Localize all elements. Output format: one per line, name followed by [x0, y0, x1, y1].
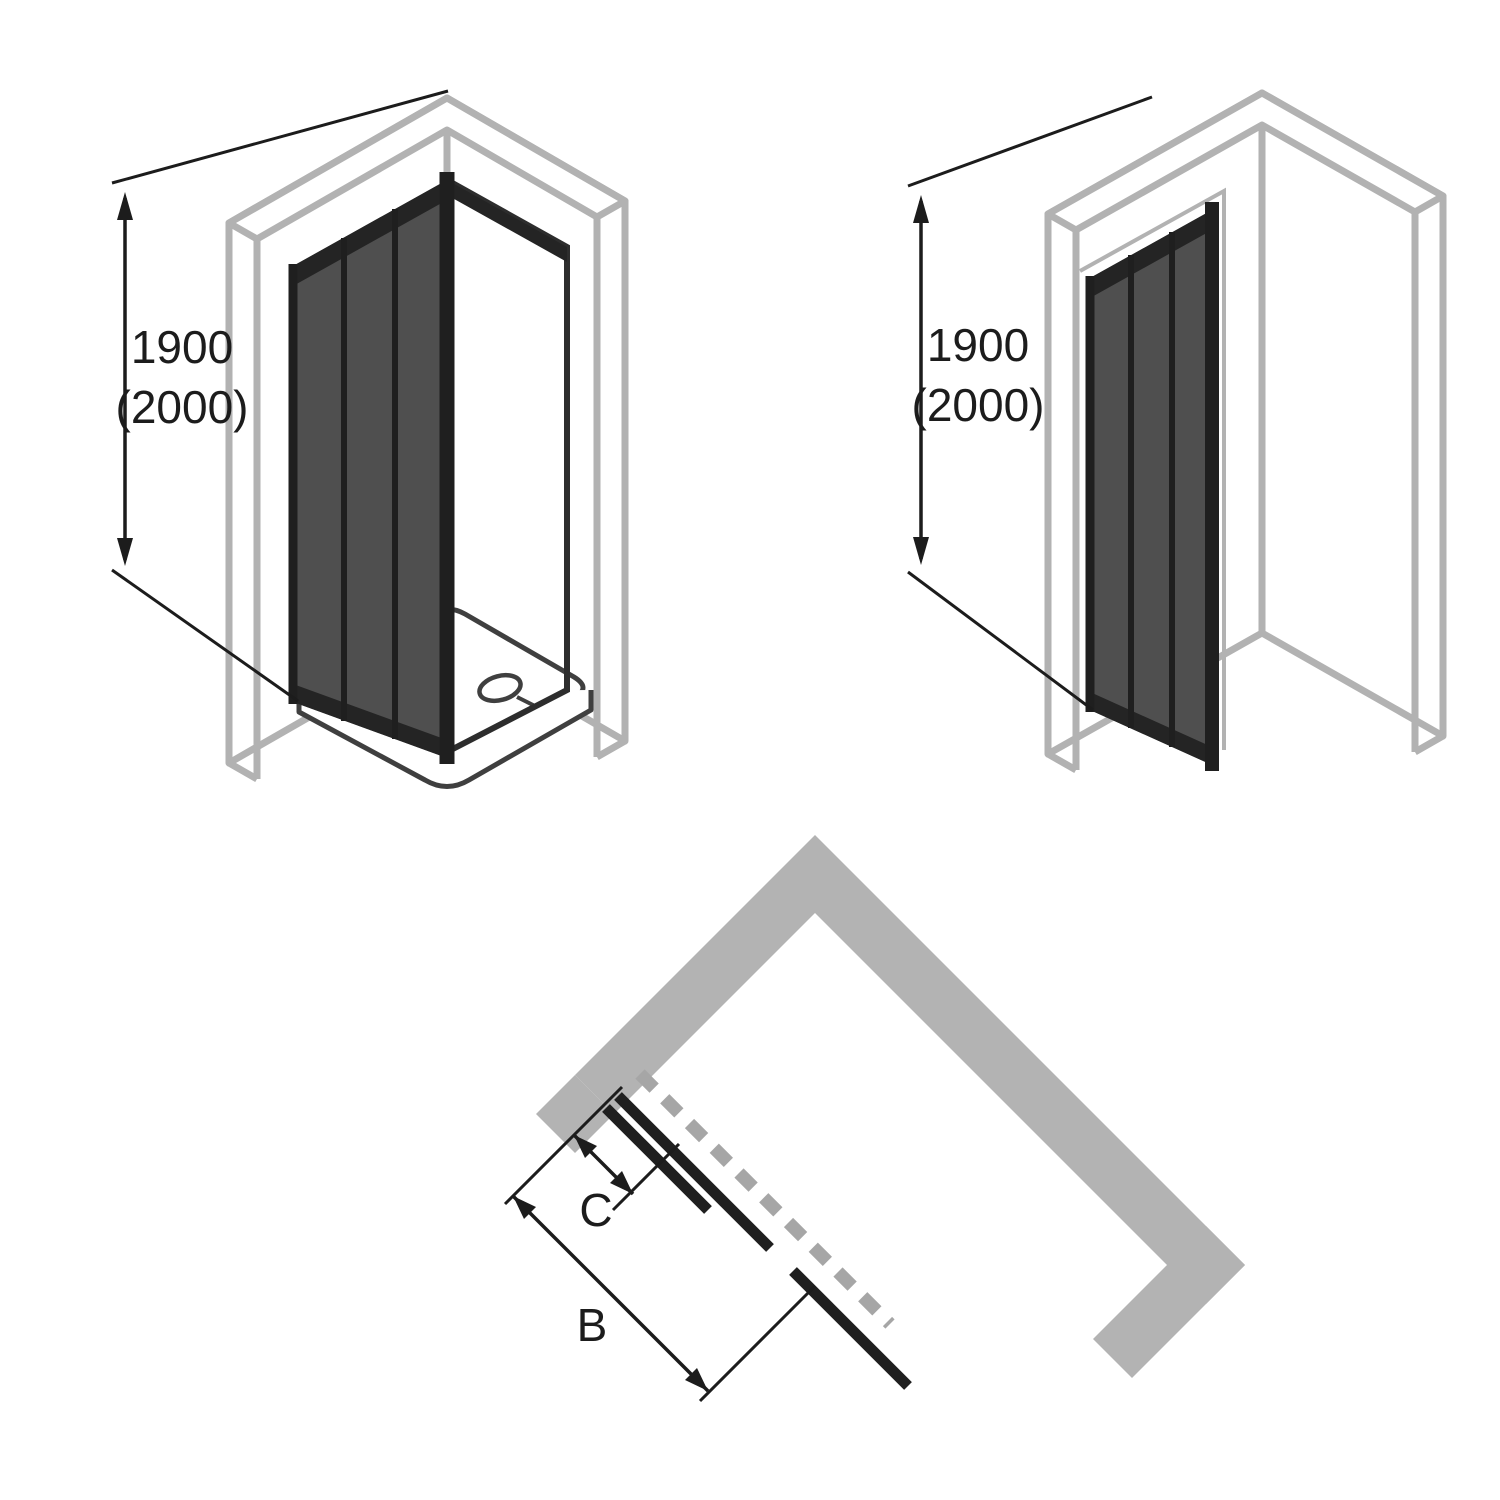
- extension-line-bottom: [907, 570, 1094, 712]
- dimension-arrow-down: [117, 538, 133, 566]
- total-width-label: B: [577, 1299, 608, 1351]
- side-panel-top-rail: [447, 180, 567, 262]
- niche-opening-edge: [1079, 187, 1226, 750]
- door-top-rail: [1090, 210, 1212, 298]
- extension-line-b: [698, 1284, 817, 1403]
- door-panel-line-2: [789, 1267, 912, 1390]
- corner-shower-figure: 1900 (2000): [111, 89, 629, 789]
- height-value-label: 1900: [927, 319, 1029, 371]
- dimension-arrow-b-end: [685, 1368, 708, 1391]
- dimension-line-b: [511, 1194, 710, 1393]
- extension-line-top: [907, 95, 1153, 188]
- alt-height-value-label: (2000): [116, 381, 249, 433]
- dimension-arrow-c-end: [610, 1171, 633, 1194]
- wall-right-foot-cap: [595, 737, 627, 761]
- extension-line-bottom: [111, 568, 299, 703]
- sliding-door-face: [1090, 210, 1212, 765]
- sliding-door-assembly: [1085, 202, 1219, 771]
- wall-left-foot-cap: [1046, 750, 1078, 774]
- sliding-door-face: [293, 180, 447, 758]
- door-bottom-rail: [1090, 692, 1212, 765]
- drain: [477, 672, 523, 704]
- door-top-rail: [293, 180, 447, 286]
- extension-line-top: [111, 89, 449, 185]
- plan-wall-return: [1093, 1226, 1245, 1378]
- width-dimension-b: B: [511, 1194, 817, 1403]
- extension-line-c: [611, 1142, 681, 1212]
- door-bottom-rail: [293, 684, 447, 758]
- plan-wall-end-stub: [536, 1075, 614, 1153]
- width-dimension-c: C: [503, 1085, 681, 1236]
- plan-walls: [536, 835, 1245, 1378]
- plan-view-figure: C B: [503, 835, 1245, 1403]
- door-track-dashed-line: [635, 1069, 895, 1329]
- wall-left-foot-cap: [227, 759, 259, 783]
- wall-right-foot-cap: [1413, 732, 1445, 756]
- drain-mark: [516, 695, 536, 708]
- dimension-arrow-up: [117, 192, 133, 220]
- dimension-arrow-up: [913, 195, 929, 223]
- door-panel-line-1: [614, 1092, 774, 1252]
- door-panel-line-stacked: [602, 1104, 712, 1214]
- niche-shower-figure: 1900 (2000): [907, 89, 1447, 774]
- dimension-arrow-c-start: [574, 1135, 597, 1158]
- extension-line-left-long: [503, 1085, 624, 1206]
- sliding-door-assembly: [288, 172, 570, 764]
- height-dimension-left: 1900 (2000): [111, 89, 449, 703]
- dimension-arrow-down: [913, 537, 929, 565]
- plan-door: [602, 1069, 912, 1390]
- height-value-label: 1900: [131, 321, 233, 373]
- segment-width-label: C: [579, 1184, 612, 1236]
- height-dimension-right: 1900 (2000): [907, 95, 1153, 712]
- dimension-arrow-b-start: [513, 1196, 536, 1219]
- alt-height-value-label: (2000): [912, 379, 1045, 431]
- plan-wall-corner: [575, 835, 1245, 1304]
